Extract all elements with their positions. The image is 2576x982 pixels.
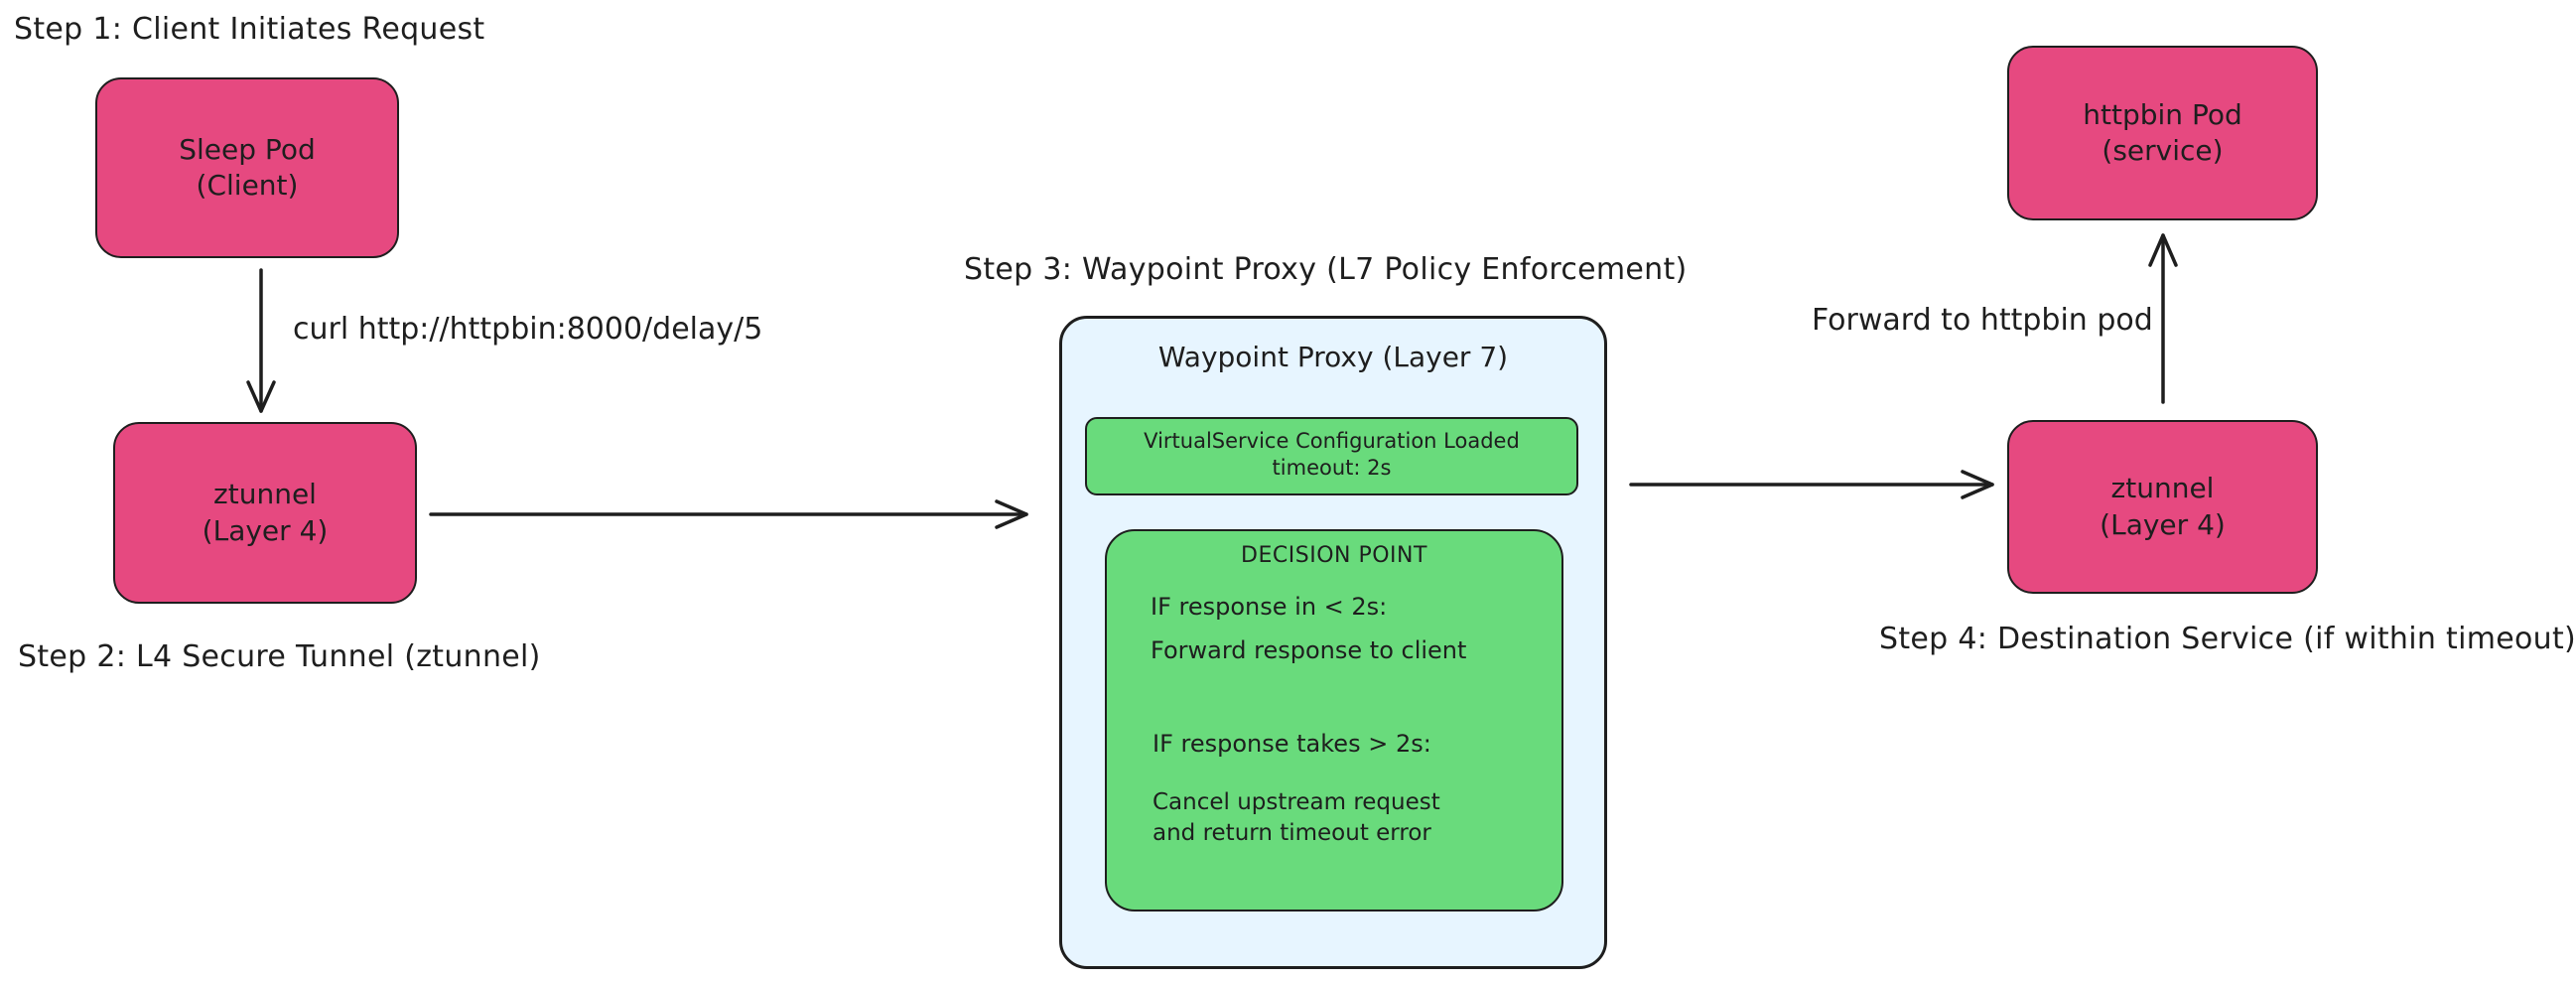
httpbin-pod-subtitle: (service) (2101, 134, 2224, 167)
ztunnel-left-subtitle: (Layer 4) (202, 513, 329, 547)
sleep-pod-subtitle: (Client) (196, 169, 299, 202)
arrow-waypoint-to-ztunnel-head (1961, 470, 1994, 499)
ztunnel-right-node: ztunnel (Layer 4) (2007, 420, 2318, 594)
curl-request-label: curl http://httpbin:8000/delay/5 (293, 312, 763, 347)
decision-point-box: DECISION POINT IF response in < 2s: Forw… (1105, 529, 1563, 912)
waypoint-proxy-container: Waypoint Proxy (Layer 7) VirtualService … (1059, 316, 1607, 969)
virtualservice-config-box: VirtualService Configuration Loaded time… (1085, 417, 1578, 495)
ztunnel-right-title: ztunnel (2110, 472, 2215, 505)
arrow-ztunnel-to-httpbin-head (2148, 233, 2178, 267)
arrow-ztunnel-to-waypoint-head (995, 499, 1028, 529)
fast-action: Forward response to client (1151, 636, 1467, 664)
decision-point-title: DECISION POINT (1241, 543, 1427, 568)
httpbin-pod-node: httpbin Pod (service) (2007, 46, 2318, 220)
arrow-sleep-to-ztunnel-head (246, 380, 276, 413)
sleep-pod-node: Sleep Pod (Client) (95, 77, 399, 258)
config-line-2: timeout: 2s (1272, 456, 1392, 481)
httpbin-pod-title: httpbin Pod (2083, 97, 2242, 131)
forward-to-httpbin-label: Forward to httpbin pod (1812, 303, 2153, 338)
if-slow-condition: IF response takes > 2s: (1152, 730, 1431, 758)
sleep-pod-title: Sleep Pod (179, 132, 316, 166)
ztunnel-left-title: ztunnel (213, 478, 317, 511)
step1-label: Step 1: Client Initiates Request (14, 12, 485, 47)
slow-action: Cancel upstream request and return timeo… (1152, 787, 1440, 849)
step2-label: Step 2: L4 Secure Tunnel (ztunnel) (18, 639, 541, 674)
slow-action-line-2: and return timeout error (1152, 820, 1431, 847)
slow-action-line-1: Cancel upstream request (1152, 789, 1440, 815)
step4-label: Step 4: Destination Service (if within t… (1879, 622, 2576, 656)
step3-label: Step 3: Waypoint Proxy (L7 Policy Enforc… (964, 252, 1688, 287)
waypoint-title: Waypoint Proxy (Layer 7) (1157, 341, 1509, 373)
ztunnel-left-node: ztunnel (Layer 4) (113, 422, 417, 604)
config-line-1: VirtualService Configuration Loaded (1144, 429, 1520, 453)
if-fast-condition: IF response in < 2s: (1151, 593, 1388, 621)
ztunnel-right-subtitle: (Layer 4) (2100, 507, 2226, 541)
